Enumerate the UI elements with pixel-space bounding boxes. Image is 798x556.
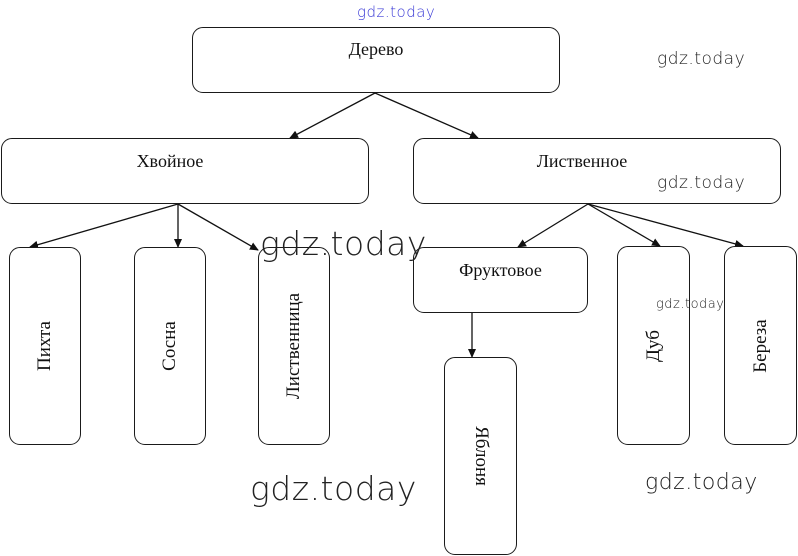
node-fruit-label: Фруктовое bbox=[459, 260, 542, 280]
edge-root-to-conifer bbox=[289, 92, 376, 139]
watermark-center-large: gdz.today bbox=[260, 224, 427, 263]
watermark-right-top: gdz.today bbox=[657, 49, 746, 69]
node-root: Дерево bbox=[192, 27, 560, 93]
node-fruit: Фруктовое bbox=[413, 247, 588, 313]
node-larch: Лиственница bbox=[258, 247, 330, 445]
edge-deciduous-to-fruit bbox=[517, 203, 589, 248]
edge-conifer-to-fir bbox=[29, 203, 179, 249]
node-birch: Береза bbox=[724, 246, 797, 445]
node-oak-label: Дуб bbox=[642, 329, 664, 362]
node-deciduous: Лиственное bbox=[413, 138, 781, 204]
node-root-label: Дерево bbox=[348, 39, 404, 59]
edge-root-to-deciduous bbox=[374, 92, 479, 139]
node-conifer-label: Хвойное bbox=[136, 151, 204, 171]
node-apple: Яблоня bbox=[444, 357, 517, 555]
edge-deciduous-to-oak bbox=[587, 203, 661, 247]
node-conifer: Хвойное bbox=[1, 138, 369, 204]
watermark-oak: gdz.today bbox=[656, 297, 725, 312]
edge-deciduous-to-birch bbox=[587, 203, 744, 248]
watermark-deciduous: gdz.today bbox=[657, 173, 746, 193]
node-larch-label: Лиственница bbox=[283, 292, 304, 400]
node-deciduous-label: Лиственное bbox=[536, 151, 628, 171]
node-oak: Дуб bbox=[617, 246, 690, 445]
watermark-bottom-right: gdz.today bbox=[645, 470, 758, 495]
edge-conifer-to-larch bbox=[177, 203, 259, 251]
node-apple-label: Яблоня bbox=[470, 426, 492, 486]
node-birch-label: Береза bbox=[749, 318, 771, 373]
watermark-bottom-left: gdz.today bbox=[250, 469, 417, 508]
node-fir: Пихта bbox=[9, 247, 81, 445]
watermark-top: gdz.today bbox=[357, 3, 436, 21]
node-fir-label: Пихта bbox=[34, 321, 55, 371]
node-pine: Сосна bbox=[134, 247, 206, 445]
node-pine-label: Сосна bbox=[159, 321, 180, 371]
